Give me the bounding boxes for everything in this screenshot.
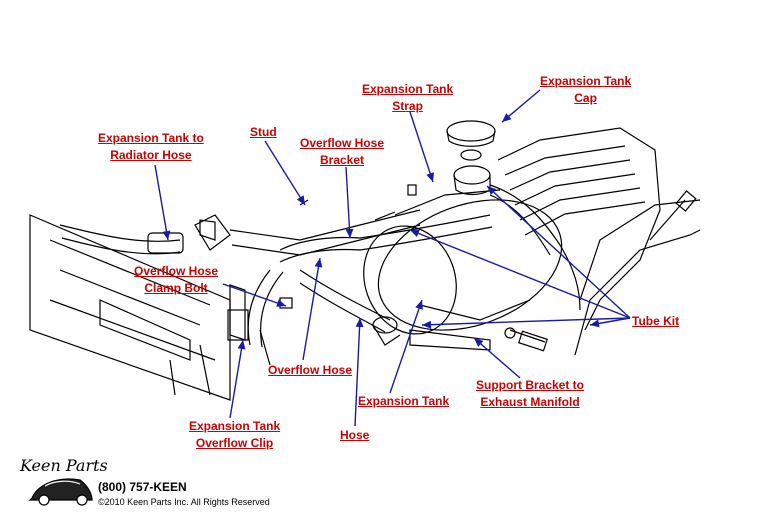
label-line: Overflow Hose — [134, 264, 219, 278]
arrowhead — [276, 299, 286, 307]
arrowhead — [474, 338, 484, 347]
label-line: Support Bracket to — [476, 378, 585, 392]
label-line: Expansion Tank — [189, 419, 281, 433]
label-line: Hose — [340, 428, 370, 442]
label-line: Bracket — [320, 153, 365, 167]
leader-tube-kit-3 — [421, 317, 631, 326]
arrowhead — [415, 300, 423, 310]
label-line: Overflow Clip — [195, 436, 274, 450]
label-line: Expansion Tank — [362, 82, 454, 96]
copyright-notice: ©2010 Keen Parts Inc. All Rights Reserve… — [98, 497, 270, 507]
label-line: Overflow Hose — [268, 363, 353, 377]
arrowhead — [314, 258, 323, 268]
label-line: Stud — [250, 125, 277, 139]
label-overflow-hose-clamp-bolt[interactable]: Overflow Hose Clamp Bolt — [134, 263, 218, 297]
label-line: Expansion Tank to — [98, 131, 204, 145]
label-overflow-hose[interactable]: Overflow Hose — [268, 362, 352, 379]
keen-parts-logo — [28, 478, 93, 506]
label-line: Cap — [574, 91, 597, 105]
label-line: Expansion Tank — [540, 74, 632, 88]
leader-overflow-hose — [302, 257, 321, 361]
arrowhead — [590, 319, 600, 328]
label-support-bracket-to-exhaust-manifold[interactable]: Support Bracket to Exhaust Manifold — [476, 377, 584, 411]
leader-arrowheads — [162, 113, 600, 350]
leader-overflow-hose-bracket — [345, 166, 351, 239]
label-hose[interactable]: Hose — [340, 427, 369, 444]
label-overflow-hose-bracket[interactable]: Overflow Hose Bracket — [300, 135, 384, 169]
label-expansion-tank-overflow-clip[interactable]: Expansion Tank Overflow Clip — [189, 418, 280, 452]
label-expansion-tank-strap[interactable]: Expansion Tank Strap — [362, 81, 453, 115]
phone-number: (800) 757-KEEN — [98, 480, 187, 494]
label-expansion-tank-cap[interactable]: Expansion Tank Cap — [540, 73, 631, 107]
arrowhead — [502, 113, 512, 122]
logo-text: Keen Parts — [20, 456, 108, 475]
leader-overflow-clip — [229, 339, 244, 419]
leader-expansion-tank — [389, 299, 423, 394]
label-expansion-tank[interactable]: Expansion Tank — [358, 393, 449, 410]
arrowhead — [296, 195, 305, 205]
label-line: Overflow Hose — [300, 136, 385, 150]
leader-support-bracket — [473, 337, 521, 379]
arrowhead — [162, 230, 171, 240]
arrowhead — [426, 172, 434, 182]
arrowhead — [237, 340, 246, 350]
label-line: Tube Kit — [632, 314, 680, 328]
leader-clamp-bolt — [222, 283, 287, 307]
leader-lines — [154, 89, 631, 427]
leader-stud — [264, 140, 306, 206]
label-line: Radiator Hose — [110, 148, 192, 162]
arrowhead — [487, 186, 497, 196]
arrowhead — [410, 229, 420, 238]
label-line: Expansion Tank — [358, 394, 450, 408]
label-line: Clamp Bolt — [144, 281, 208, 295]
leader-expansion-tank-strap — [409, 111, 434, 183]
leader-hose — [354, 317, 361, 427]
label-tube-kit[interactable]: Tube Kit — [632, 313, 679, 330]
leader-tube-kit-2 — [409, 229, 631, 319]
leader-tube-kit-1 — [486, 185, 631, 319]
leader-radiator-hose — [154, 164, 169, 241]
arrowhead — [345, 228, 354, 238]
label-line: Exhaust Manifold — [480, 395, 580, 409]
label-expansion-tank-to-radiator-hose[interactable]: Expansion Tank to Radiator Hose — [98, 130, 204, 164]
arrowhead — [355, 318, 364, 328]
label-stud[interactable]: Stud — [250, 124, 277, 141]
label-line: Strap — [392, 99, 423, 113]
arrowhead — [422, 320, 432, 329]
